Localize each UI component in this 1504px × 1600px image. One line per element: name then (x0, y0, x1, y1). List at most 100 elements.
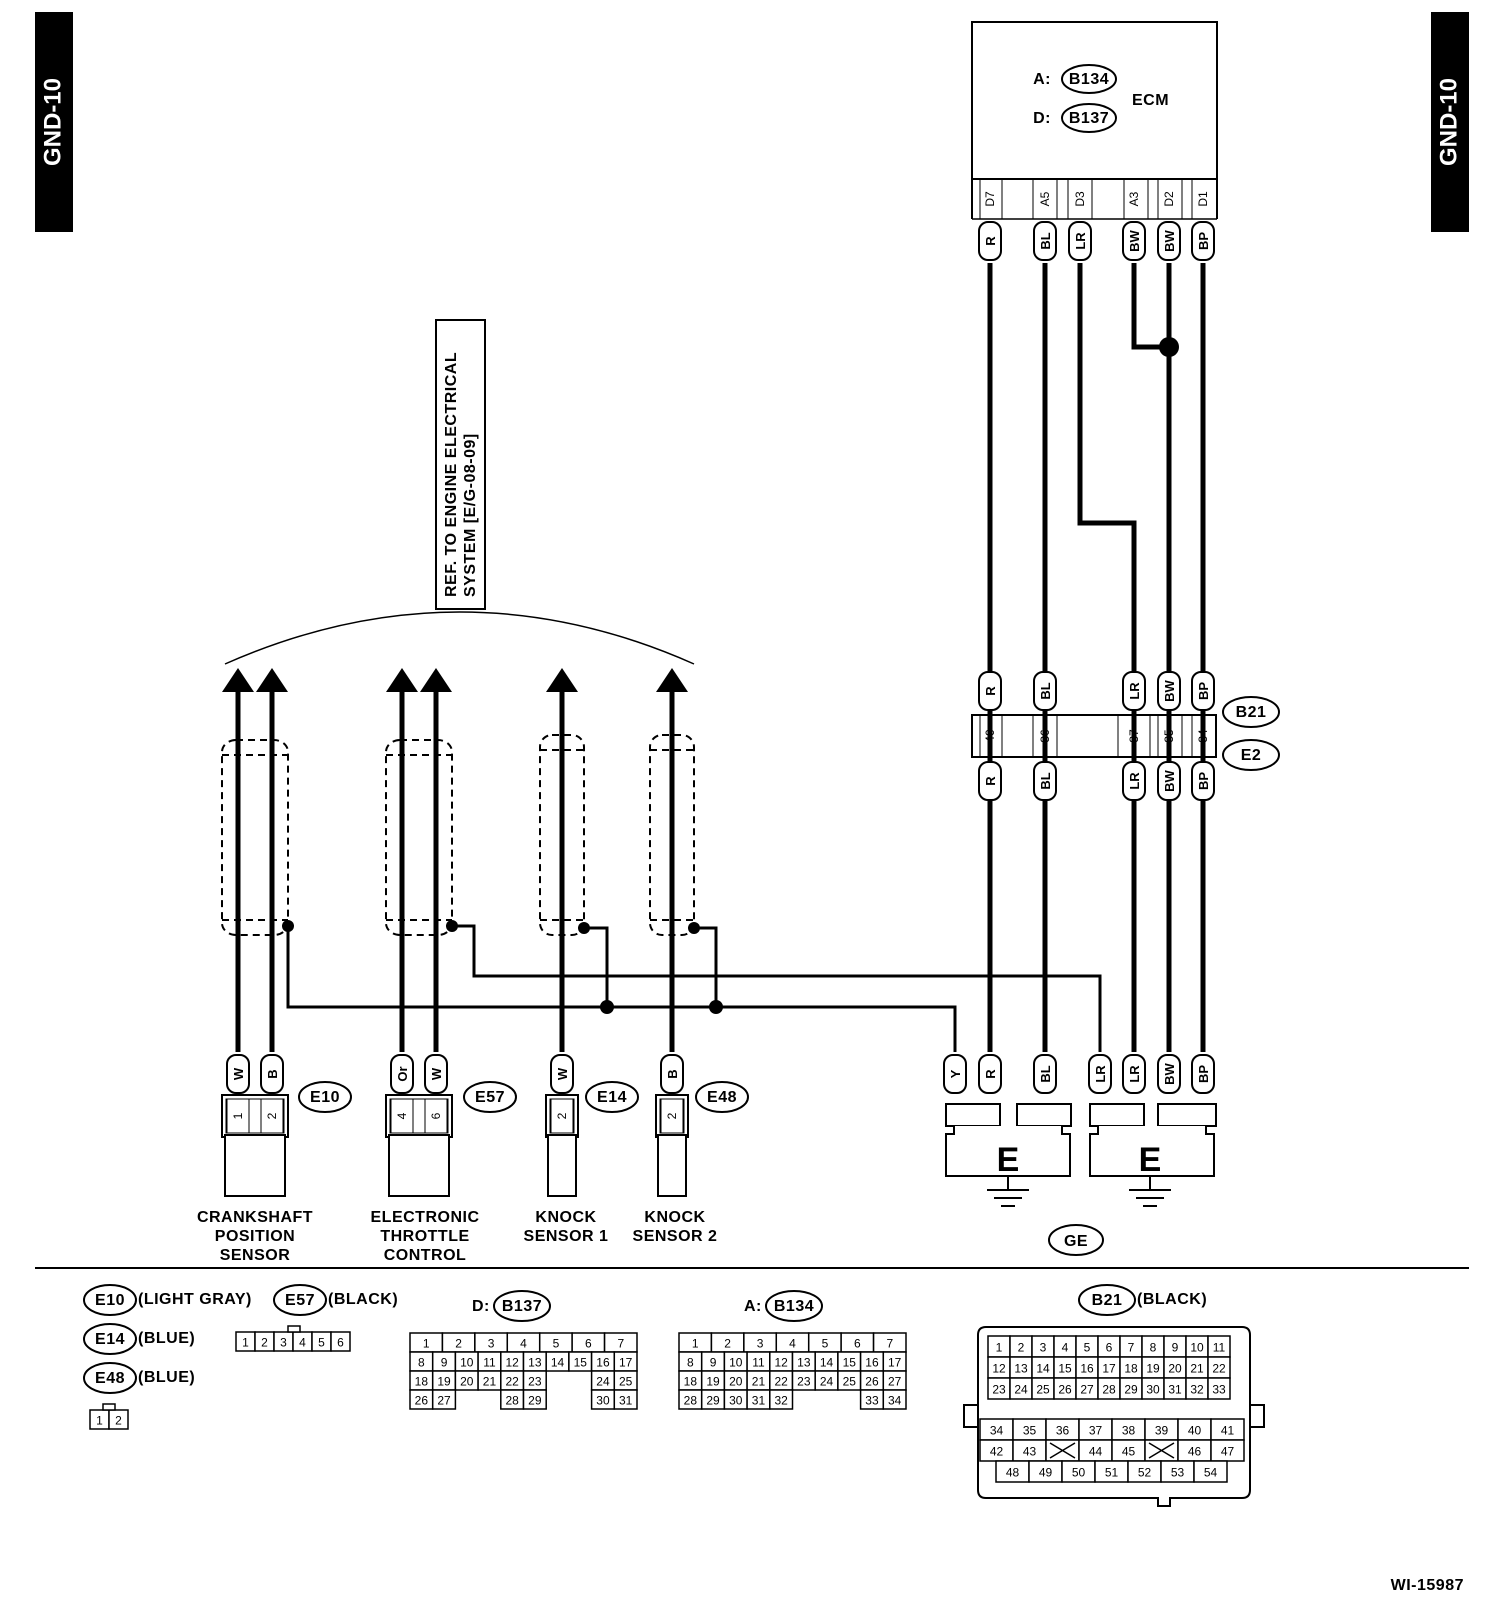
sensor-name-line: CRANKSHAFT (197, 1209, 313, 1226)
svg-text:14: 14 (1036, 1362, 1050, 1376)
svg-text:14: 14 (820, 1356, 834, 1370)
pin-number: 40 (983, 729, 997, 743)
svg-text:31: 31 (619, 1394, 633, 1408)
joint-lower-tag: BL (1033, 761, 1057, 801)
svg-text:4: 4 (520, 1337, 527, 1351)
connector-pin-cell: 5 (311, 1331, 332, 1352)
svg-text:17: 17 (888, 1356, 902, 1370)
connector-pin-cell: 2 (108, 1409, 129, 1430)
connector-pin-cell: 26 (1053, 1377, 1077, 1400)
svg-text:R: R (983, 1069, 998, 1079)
sensor-wire-tag: B (660, 1054, 684, 1094)
ground-wire-tag: BP (1191, 1054, 1215, 1094)
svg-text:43: 43 (1023, 1445, 1037, 1459)
svg-text:42: 42 (990, 1445, 1004, 1459)
sensor-wire-tag: Or (390, 1054, 414, 1094)
connector-pin-cell: 43 (1012, 1439, 1047, 1462)
connector-pin-cell: 48 (995, 1460, 1030, 1483)
svg-text:BP: BP (1196, 1065, 1211, 1083)
ecm-title: ECM (1132, 92, 1169, 109)
connector-pin-cell: 1 (409, 1332, 444, 1353)
connector-pin-cell: 26 (859, 1370, 885, 1391)
ground-id-badge (1048, 1224, 1104, 1256)
svg-text:6: 6 (585, 1337, 592, 1351)
svg-text:24: 24 (820, 1375, 834, 1389)
svg-text:4: 4 (299, 1336, 306, 1350)
svg-text:(BLACK): (BLACK) (1137, 1291, 1207, 1308)
svg-text:E2: E2 (1241, 747, 1262, 764)
connector-pin-cell: 6 (840, 1332, 875, 1353)
svg-text:32: 32 (1190, 1383, 1204, 1397)
svg-text:GND-10: GND-10 (1435, 78, 1462, 166)
connector-pin-cell: 33 (1207, 1377, 1231, 1400)
connector-pin-cell: 3 (273, 1331, 294, 1352)
connector-pin-cell: 9 (1163, 1335, 1187, 1358)
connector-pin-cell: 12 (987, 1356, 1011, 1379)
connector-pin-cell: 7 (603, 1332, 638, 1353)
svg-text:E: E (997, 1141, 1020, 1179)
svg-text:18: 18 (1124, 1362, 1138, 1376)
sensor-id-badge (695, 1081, 749, 1113)
joint-lower-tag: LR (1122, 761, 1146, 801)
connector-pin-cell: 16 (859, 1351, 885, 1372)
connector-pin-cell: 13 (1009, 1356, 1033, 1379)
svg-text:3: 3 (1040, 1341, 1047, 1355)
svg-text:45: 45 (1122, 1445, 1136, 1459)
joint-lower-tag: BP (1191, 761, 1215, 801)
connector-pin-cell: 15 (837, 1351, 862, 1372)
svg-text:B134: B134 (774, 1298, 814, 1315)
svg-text:24: 24 (596, 1375, 610, 1389)
connector-pin-cell: 17 (613, 1351, 638, 1372)
svg-text:B137: B137 (502, 1298, 542, 1315)
svg-text:51: 51 (1105, 1466, 1119, 1480)
connector-pin-cell: 20 (1163, 1356, 1187, 1379)
connector-pin-cell: 11 (1207, 1335, 1231, 1358)
connector-pin-cell: 42 (979, 1439, 1014, 1462)
svg-text:E48: E48 (95, 1370, 125, 1387)
svg-text:1: 1 (692, 1337, 699, 1351)
connector-pin-cell: 1 (678, 1332, 713, 1353)
sensor-wire-tag: W (424, 1054, 448, 1094)
svg-text:32: 32 (774, 1394, 788, 1408)
connector-pin-cell: 12 (500, 1351, 525, 1372)
svg-text:Y: Y (948, 1069, 963, 1078)
connector-pin-cell: 13 (791, 1351, 816, 1372)
svg-text:22: 22 (1212, 1362, 1226, 1376)
svg-text:20: 20 (1168, 1362, 1182, 1376)
connector-pin-cell: 22 (1207, 1356, 1231, 1379)
svg-text:9: 9 (1172, 1341, 1179, 1355)
connector-pin-cell: 30 (590, 1389, 616, 1410)
svg-text:BL: BL (1038, 1065, 1053, 1082)
svg-text:16: 16 (596, 1356, 610, 1370)
svg-text:BW: BW (1162, 769, 1177, 791)
pin-number: D2 (1162, 191, 1176, 207)
svg-text:BP: BP (1196, 232, 1211, 250)
svg-text:35: 35 (1023, 1424, 1037, 1438)
svg-text:6: 6 (854, 1337, 861, 1351)
svg-text:15: 15 (574, 1356, 588, 1370)
splice-dot (1159, 337, 1179, 357)
connector-pin-cell: 2 (1009, 1335, 1033, 1358)
connector-pin-cell: 6 (1097, 1335, 1121, 1358)
svg-text:15: 15 (1058, 1362, 1072, 1376)
svg-text:3: 3 (488, 1337, 495, 1351)
connector-pin-cell: 29 (522, 1389, 547, 1410)
svg-text:W: W (231, 1067, 246, 1080)
svg-text:17: 17 (1102, 1362, 1116, 1376)
connector-pin-cell: 1 (89, 1409, 110, 1430)
connector-pin-cell: 9 (431, 1351, 457, 1372)
svg-text:R: R (983, 236, 998, 246)
connector-pin-cell: 23 (791, 1370, 816, 1391)
connector-pin-cell: 44 (1078, 1439, 1113, 1462)
svg-text:21: 21 (752, 1375, 766, 1389)
connector-pin-cell: 2 (710, 1332, 745, 1353)
connector-pin-cell: 52 (1127, 1460, 1162, 1483)
svg-text:E14: E14 (597, 1089, 627, 1106)
svg-text:30: 30 (729, 1394, 743, 1408)
svg-text:27: 27 (437, 1394, 451, 1408)
pin-number: 36 (1038, 729, 1052, 743)
ecm-wire-tag: LR (1068, 221, 1092, 261)
